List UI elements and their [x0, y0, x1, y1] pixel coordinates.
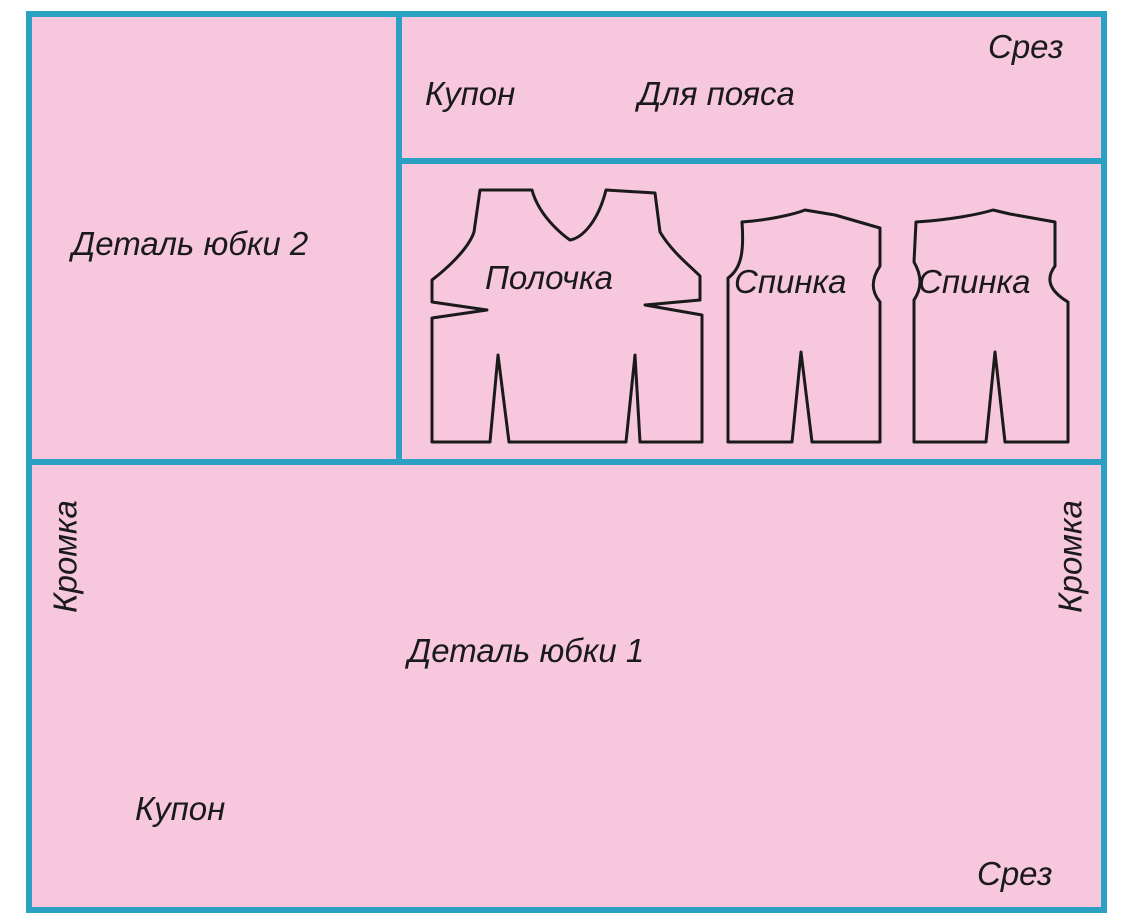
- label-selvage-right: Кромка: [1051, 500, 1089, 613]
- label-back-2: Спинка: [918, 263, 1031, 300]
- label-coupon-top: Купон: [425, 75, 516, 112]
- label-front-bodice: Полочка: [485, 259, 614, 296]
- label-skirt-part-2: Деталь юбки 2: [72, 225, 309, 262]
- label-cut-top: Срез: [988, 28, 1064, 65]
- label-cut-bottom: Срез: [977, 855, 1053, 892]
- back-pattern-1: [726, 208, 882, 444]
- front-bodice-pattern: [430, 188, 704, 444]
- back-pattern-2: [912, 208, 1070, 444]
- label-coupon-bottom: Купон: [135, 790, 226, 827]
- label-for-belt: Для пояса: [638, 75, 795, 112]
- label-back-1: Спинка: [734, 263, 847, 300]
- label-selvage-left: Кромка: [46, 500, 84, 613]
- label-skirt-part-1: Деталь юбки 1: [408, 632, 645, 669]
